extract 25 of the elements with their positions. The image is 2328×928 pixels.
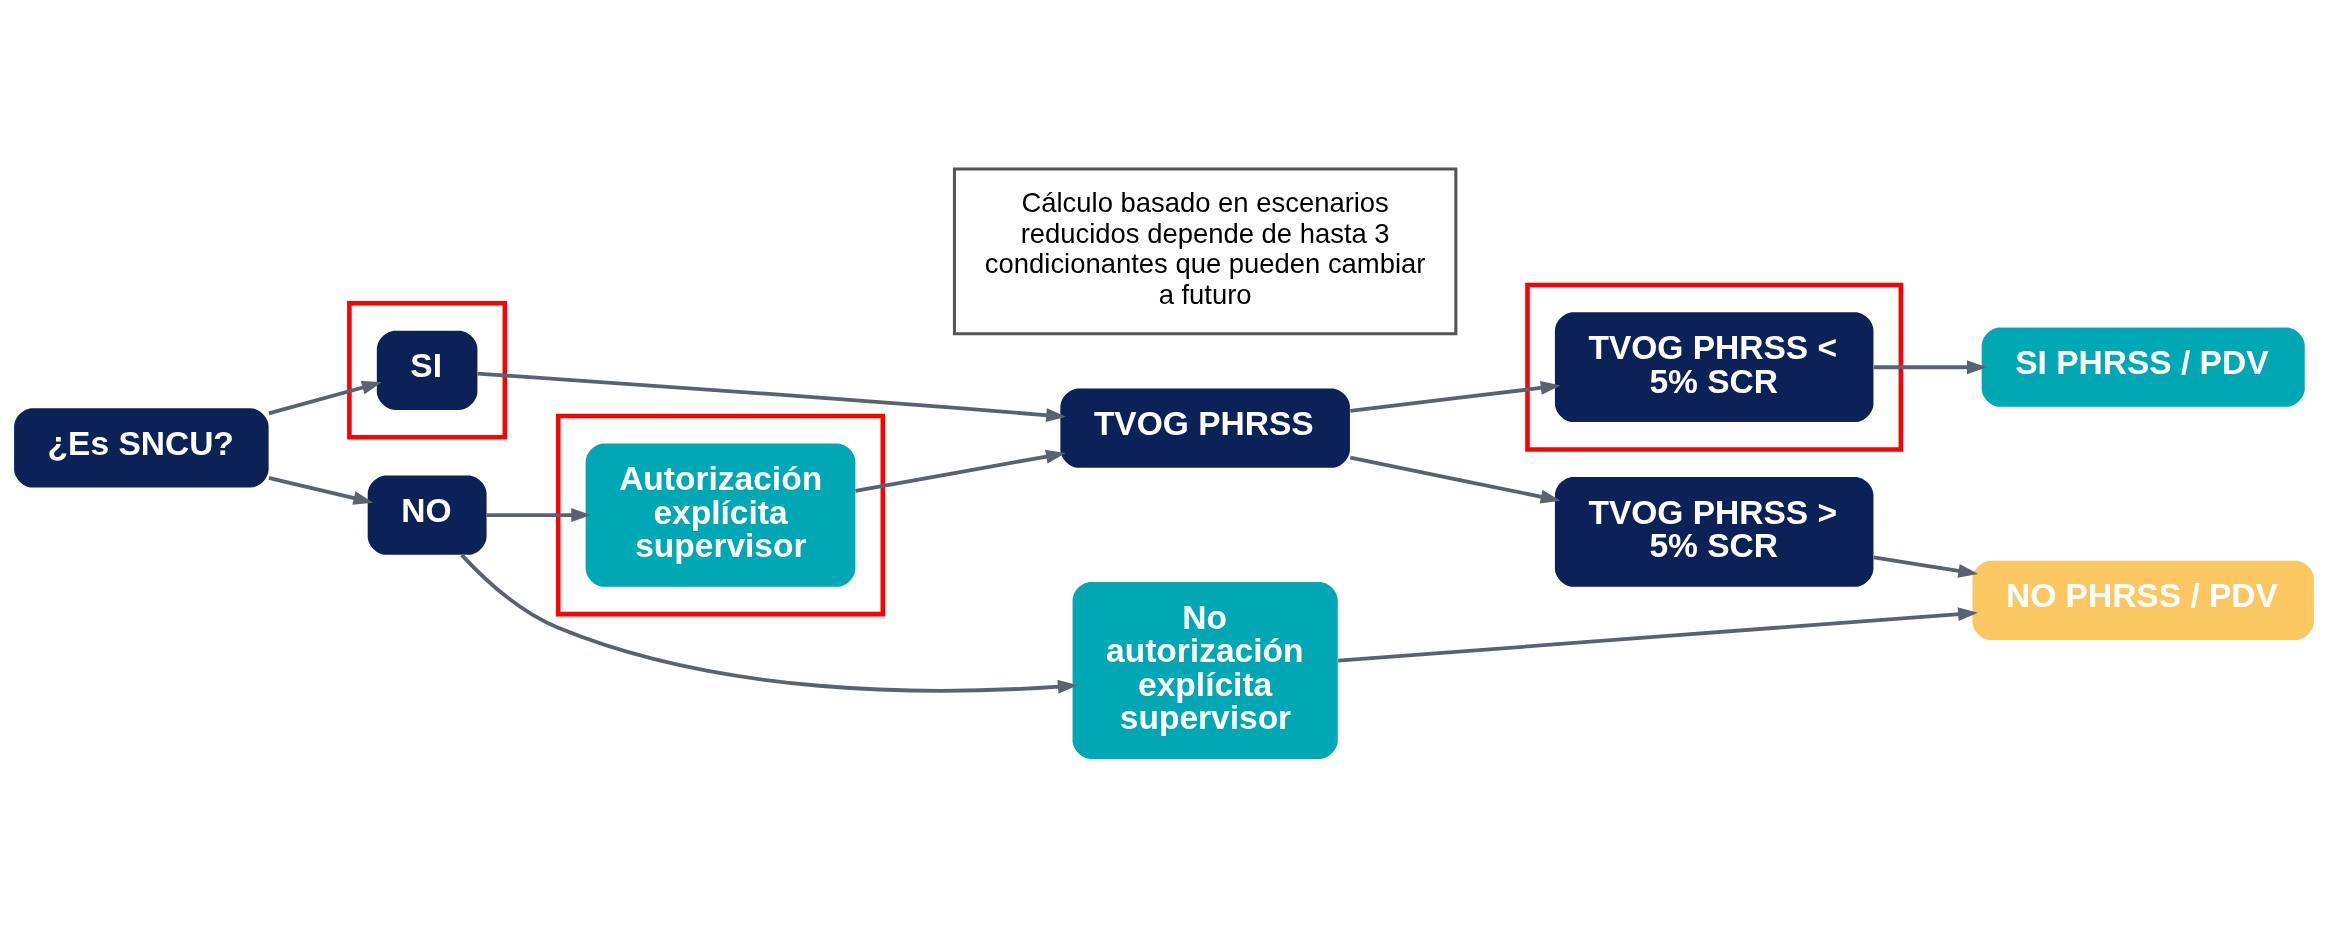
node-box: ¿Es SNCU? <box>14 408 269 488</box>
arrow <box>268 380 382 416</box>
node-box: SI PHRSS / PDV <box>1981 327 2305 407</box>
node-box: NO <box>367 475 487 555</box>
arrow <box>1338 607 1978 663</box>
node-box: TVOG PHRSS > 5% SCR <box>1554 476 1874 587</box>
node-box: SI <box>376 330 478 410</box>
arrow <box>855 449 1066 493</box>
node-box: Cálculo basado en escenarios reducidos depende de hasta 3 condicionantes que pueden cambiar a futuro <box>952 167 1458 336</box>
node-box: NO PHRSS / PDV <box>1972 560 2314 641</box>
arrow <box>460 553 1078 694</box>
arrow <box>477 371 1067 423</box>
node-box: TVOG PHRSS < 5% SCR <box>1554 312 1874 423</box>
arrow <box>486 508 592 522</box>
arrow <box>1350 381 1561 413</box>
arrow <box>1873 360 1987 375</box>
cluster <box>1525 282 1904 452</box>
cluster <box>347 300 508 440</box>
arrow <box>1349 455 1561 504</box>
arrow <box>1873 555 1979 578</box>
node-box: No autorización explícita supervisor <box>1072 582 1338 759</box>
cluster <box>555 413 886 617</box>
arrow <box>268 476 374 505</box>
node-box: TVOG PHRSS <box>1060 388 1350 468</box>
node-box: Autorización explícita supervisor <box>585 443 856 587</box>
